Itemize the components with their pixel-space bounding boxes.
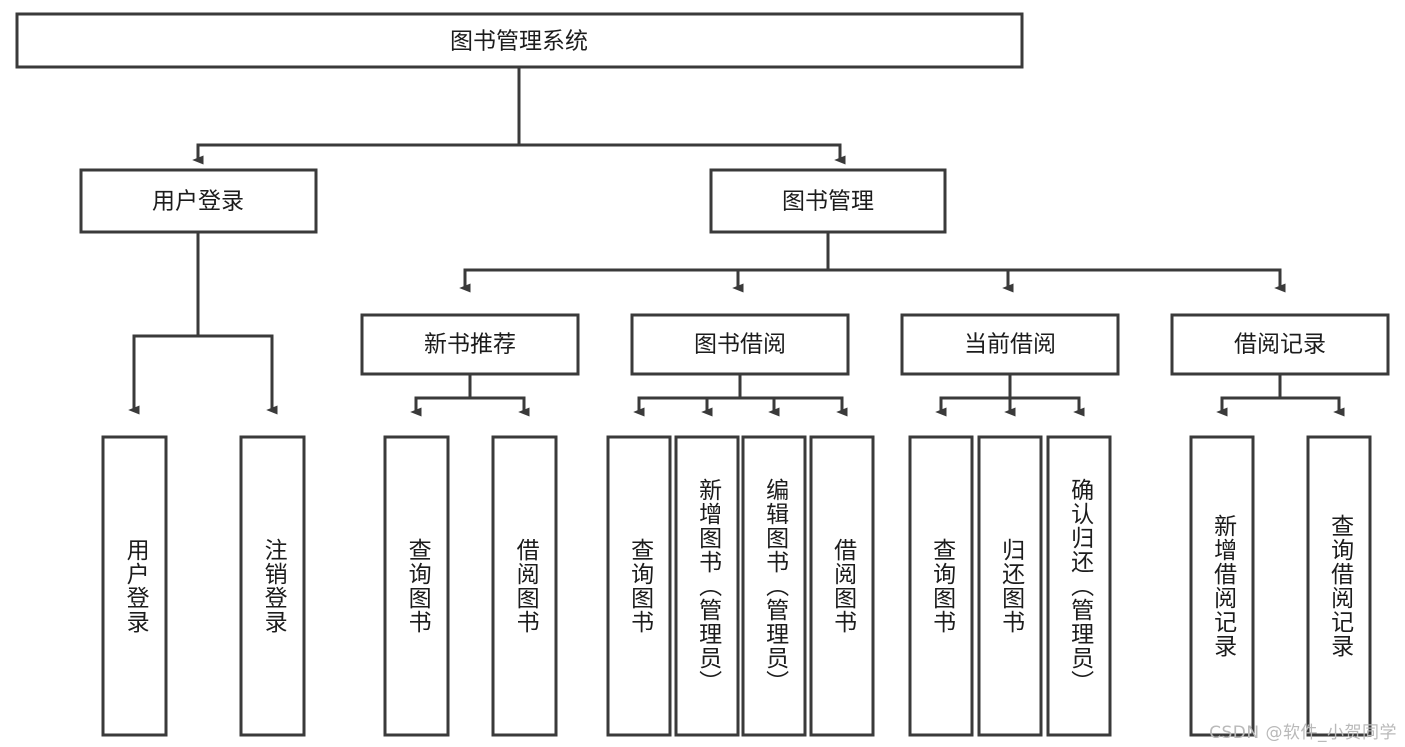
node-new-book-recommend[interactable]: 新书推荐 [360,313,580,376]
leaf-box[interactable] [674,435,740,737]
leaf-box[interactable] [101,435,168,737]
leaf-box[interactable] [908,435,974,737]
connector-book-mgmt-to-level3 [459,230,1286,293]
leaf-box[interactable] [977,435,1043,737]
node-borrow-records[interactable]: 借阅记录 [1170,313,1390,376]
connector-book-borrow-to-leaves [633,372,848,417]
leaf-group-borrow-records [1189,435,1372,737]
node-new-book-recommend-label: 新书推荐 [424,332,516,358]
connector-user-login-to-leaves [128,230,278,415]
leaf-group-current-borrow [908,435,1112,737]
connector-borrow-records-to-leaves [1216,372,1345,417]
leaf-box[interactable] [1306,435,1372,737]
node-root-label: 图书管理系统 [450,29,588,55]
connector-new-book-to-leaves [410,372,530,417]
leaf-box[interactable] [1046,435,1112,737]
node-book-management-label: 图书管理 [782,189,874,215]
leaf-box[interactable] [239,435,306,737]
leaf-group-user-login [101,435,306,737]
watermark: CSDN @软件_小贺同学 [1209,723,1397,743]
leaf-group-new-book-recommend [383,435,558,737]
node-current-borrow-label: 当前借阅 [964,332,1056,358]
leaf-group-book-borrow [606,435,875,737]
node-user-login-label: 用户登录 [152,189,244,215]
node-current-borrow[interactable]: 当前借阅 [900,313,1120,376]
node-book-management[interactable]: 图书管理 [709,168,947,234]
node-book-borrow[interactable]: 图书借阅 [630,313,850,376]
leaf-box[interactable] [383,435,450,737]
leaf-box[interactable] [1189,435,1255,737]
leaf-box[interactable] [606,435,672,737]
node-user-login[interactable]: 用户登录 [79,168,318,234]
connector-root-to-level2 [192,65,846,165]
connector-current-borrow-to-leaves [935,372,1085,417]
leaf-box[interactable] [491,435,558,737]
leaf-box[interactable] [809,435,875,737]
node-book-borrow-label: 图书借阅 [694,332,786,358]
leaf-box[interactable] [741,435,807,737]
node-borrow-records-label: 借阅记录 [1234,332,1326,358]
node-root[interactable]: 图书管理系统 [15,12,1024,69]
